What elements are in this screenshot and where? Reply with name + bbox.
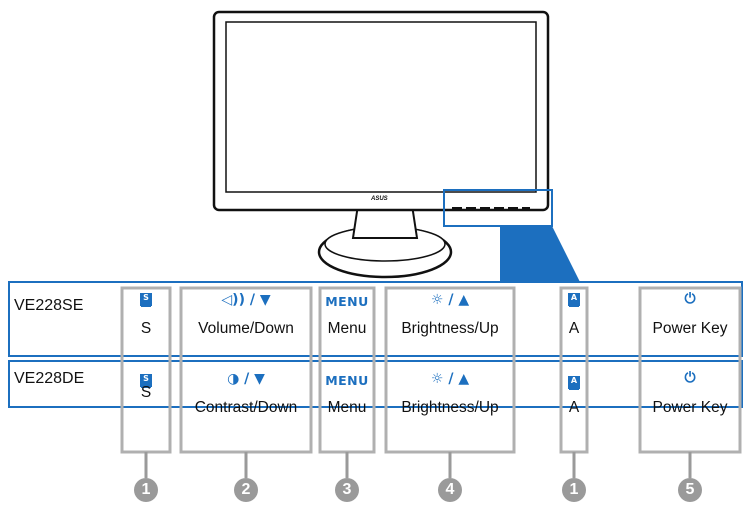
- callout-5: 5: [678, 478, 702, 502]
- model-label-row2: VE228DE: [14, 370, 85, 387]
- callout-1b: 1: [562, 478, 586, 502]
- monitor: [212, 10, 580, 282]
- a-key-icon: A: [568, 376, 580, 389]
- label-volume-down: Volume/Down: [198, 320, 294, 337]
- label-power-row2: Power Key: [652, 399, 728, 416]
- menu-icon: MENU: [325, 294, 369, 309]
- sun-up-icon: ☼ / ▲: [430, 371, 470, 387]
- callout-3: 3: [335, 478, 359, 502]
- label-brightness-up-row2: Brightness/Up: [401, 399, 499, 416]
- asus-logo: ASUS: [371, 196, 388, 202]
- contrast-down-icon: ◑ / ▼: [227, 371, 265, 387]
- s-key-icon: S: [140, 293, 152, 306]
- label-power-row1: Power Key: [652, 320, 728, 337]
- label-contrast-down: Contrast/Down: [194, 399, 298, 416]
- model-label-row1: VE228SE: [14, 297, 84, 314]
- sun-up-icon: ☼ / ▲: [430, 292, 470, 308]
- power-icon: ⏻: [684, 291, 696, 307]
- label-menu-row2: Menu: [327, 399, 367, 416]
- label-s-row1: S: [140, 320, 152, 337]
- power-icon: ⏻: [684, 370, 696, 386]
- speaker-down-icon: ◁)) / ▼: [221, 292, 271, 308]
- label-a-row1: A: [568, 320, 580, 337]
- callout-1: 1: [134, 478, 158, 502]
- a-key-icon: A: [568, 293, 580, 306]
- label-brightness-up-row1: Brightness/Up: [401, 320, 499, 337]
- label-menu-row1: Menu: [327, 320, 367, 337]
- label-s-row2: S: [140, 384, 152, 401]
- s-key-icon: S: [140, 374, 152, 387]
- callout-2: 2: [234, 478, 258, 502]
- label-a-row2: A: [568, 399, 580, 416]
- callout-4: 4: [438, 478, 462, 502]
- menu-icon: MENU: [325, 373, 369, 388]
- column-boxes: [120, 286, 742, 454]
